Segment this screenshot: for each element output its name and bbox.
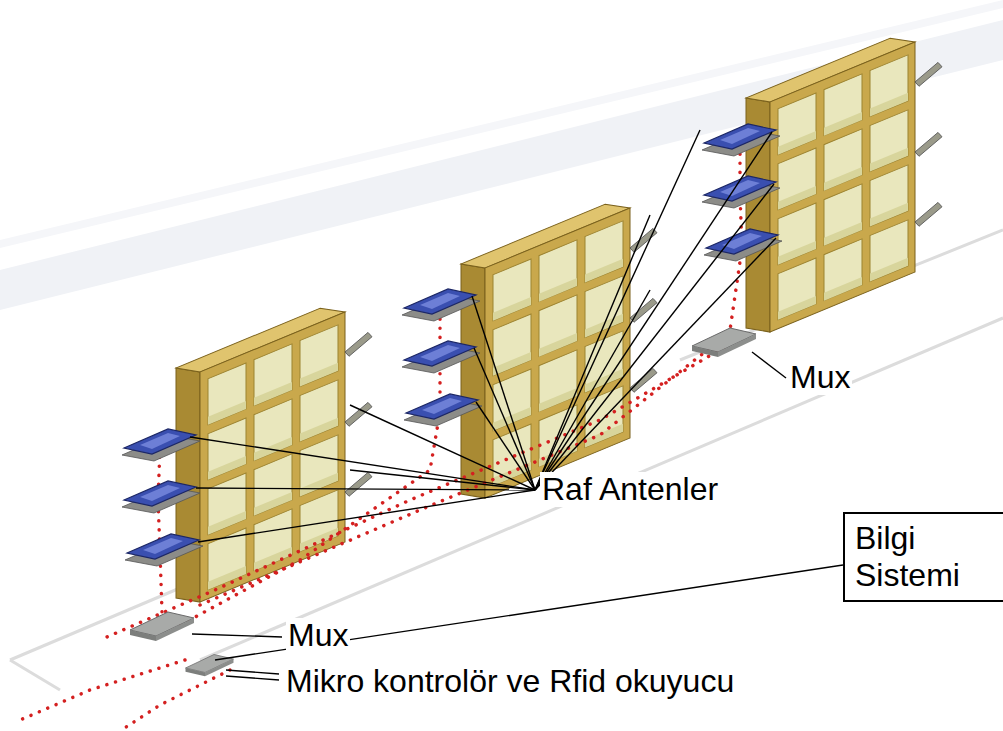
controller-label: Mikro kontrolör ve Rfid okuyucu: [284, 664, 736, 699]
box-text: Bilgi Sistemi: [855, 520, 1003, 594]
system-box: Bilgi Sistemi: [843, 512, 1003, 602]
antenna-label: Raf Antenler: [540, 472, 720, 507]
mux-label: Mux: [286, 618, 350, 653]
mux-label: Mux: [788, 360, 852, 395]
